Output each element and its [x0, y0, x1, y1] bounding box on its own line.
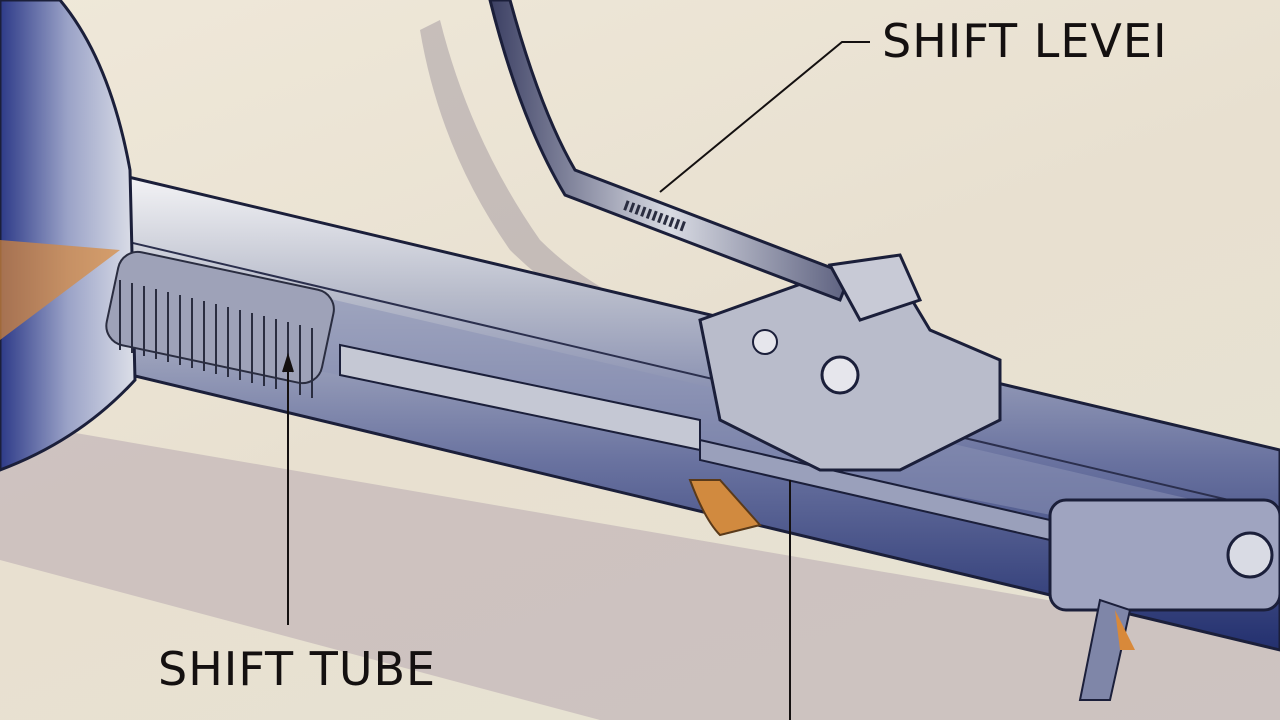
label-shift-tube: SHIFT TUBE — [158, 642, 437, 696]
column-bell-housing — [0, 0, 137, 472]
copper-tab — [688, 479, 762, 537]
shift-lever — [488, 0, 923, 322]
inner-rod — [339, 343, 1051, 542]
spring-coil — [105, 250, 335, 398]
label-shift-lever: SHIFT LEVEI — [882, 14, 1168, 68]
lower-collar — [1048, 498, 1280, 701]
leader-lines — [282, 41, 870, 720]
